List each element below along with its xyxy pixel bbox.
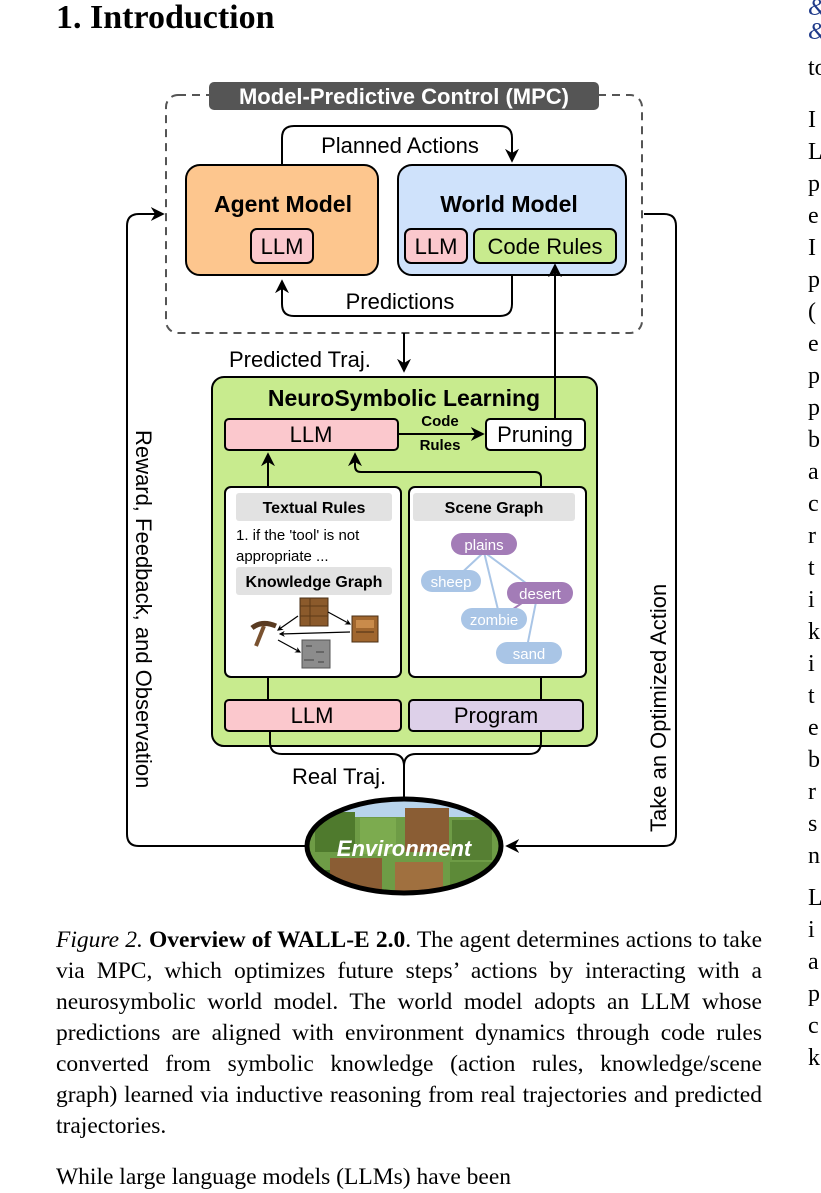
svg-text:sheep: sheep (431, 574, 472, 591)
real-traj-arrow (269, 731, 542, 800)
world-llm-box (404, 228, 468, 264)
right-column-char: e (808, 331, 819, 357)
right-column-char: p (808, 981, 820, 1007)
scene-node-plains (451, 533, 517, 555)
right-column-char: ( (808, 299, 816, 325)
predictions-label: Predictions (346, 289, 455, 314)
right-column-char: t (808, 683, 815, 709)
right-column-char: I (808, 107, 816, 133)
scene-node-desert (507, 582, 573, 604)
agent-llm-label: LLM (261, 234, 304, 259)
crafting-table-icon (351, 615, 379, 643)
textual-rules-line-2: appropriate ... (236, 548, 329, 565)
textual-rules-title: Textual Rules (263, 500, 366, 517)
predicted-traj-label: Predicted Traj. (229, 347, 371, 372)
scene-graph-panel (408, 486, 587, 678)
right-column-char: L (808, 885, 821, 911)
predictions-arrow (275, 275, 513, 317)
right-column-char: e (808, 203, 819, 229)
world-llm-label: LLM (415, 234, 458, 259)
pickaxe-icon (250, 620, 277, 647)
code-rules-arrow-label-2: Rules (420, 437, 461, 454)
right-column-char: k (808, 619, 820, 645)
scene-node-sand (496, 642, 562, 664)
stone-block-icon (301, 639, 331, 669)
reward-feedback-label: Reward, Feedback, and Observation (131, 430, 156, 788)
right-column-char: p (808, 171, 820, 197)
svg-text:desert: desert (519, 586, 562, 603)
agent-model-box (185, 164, 379, 276)
agent-llm-box (250, 228, 314, 264)
right-column-char: I (808, 235, 816, 261)
agent-model-title: Agent Model (214, 191, 352, 217)
svg-text:sand: sand (513, 646, 546, 663)
right-column-char: i (808, 587, 815, 613)
right-column-char: to (808, 55, 821, 81)
optimized-action-arrow (505, 213, 677, 853)
right-column-char: r (808, 779, 816, 805)
nsl-llm-bottom-label: LLM (291, 703, 334, 728)
planned-actions-label: Planned Actions (321, 133, 479, 158)
right-column-char: i (808, 651, 815, 677)
right-column-char: p (808, 267, 820, 293)
body-text-line: While large language models (LLMs) have … (56, 1164, 512, 1190)
planned-actions-arrow (281, 125, 519, 165)
right-column-char: t (808, 555, 815, 581)
knowledge-graph-title: Knowledge Graph (246, 574, 383, 591)
real-traj-label: Real Traj. (292, 764, 386, 789)
world-model-title: World Model (440, 191, 578, 217)
figure-caption: Figure 2. Overview of WALL-E 2.0. The ag… (56, 925, 762, 1142)
right-column-char: i (808, 917, 815, 943)
right-column-char: b (808, 747, 820, 773)
svg-text:plains: plains (464, 537, 503, 554)
scene-to-llm-arrow (348, 452, 542, 487)
nsl-llm-top-label: LLM (290, 422, 333, 447)
right-column-char: L (808, 139, 821, 165)
section-heading: 1. Introduction (56, 0, 275, 36)
right-column-char: p (808, 363, 820, 389)
right-column-char: n (808, 843, 820, 869)
code-rules-label: Code Rules (488, 234, 603, 259)
right-column-char: a (808, 459, 819, 485)
mpc-title-badge (209, 82, 599, 110)
svg-text:zombie: zombie (470, 612, 518, 629)
right-column-char: & (808, 18, 821, 46)
environment-node: Environment (304, 796, 504, 896)
code-rules-arrow-label-1: Code (421, 413, 459, 430)
right-column-char: & (808, 0, 821, 22)
right-column-char: p (808, 395, 820, 421)
environment-label: Environment (337, 836, 473, 861)
reward-feedback-arrow (126, 207, 305, 847)
nsl-title: NeuroSymbolic Learning (268, 385, 540, 411)
pruning-label: Pruning (497, 422, 573, 447)
program-box (408, 699, 584, 732)
caption-body: . The agent determines actions to take v… (56, 927, 763, 1139)
textual-rules-line-1: 1. if the 'tool' is not (236, 527, 360, 544)
overview-figure: Model-Predictive Control (MPC) Planned A… (126, 82, 677, 896)
right-column-char: e (808, 715, 819, 741)
pruning-box (485, 418, 586, 451)
optimized-action-label: Take an Optimized Action (646, 584, 671, 832)
right-column-char: s (808, 811, 818, 837)
right-column-char: r (808, 523, 816, 549)
right-column-char: k (808, 1045, 820, 1071)
right-column-char: a (808, 949, 819, 975)
program-label: Program (454, 703, 538, 728)
caption-title: Overview of WALL-E 2.0 (149, 927, 406, 953)
nsl-llm-bottom-box (224, 699, 402, 732)
code-rules-box (473, 228, 617, 264)
mpc-title: Model-Predictive Control (MPC) (239, 84, 569, 109)
scene-graph-title: Scene Graph (445, 500, 544, 517)
right-column-char: c (808, 491, 819, 517)
scene-node-sheep (421, 570, 481, 592)
right-column-char: b (808, 427, 820, 453)
wood-block-icon (299, 597, 329, 627)
scene-node-zombie (461, 608, 527, 630)
right-column-char: c (808, 1013, 819, 1039)
caption-label: Figure 2. (56, 927, 143, 953)
